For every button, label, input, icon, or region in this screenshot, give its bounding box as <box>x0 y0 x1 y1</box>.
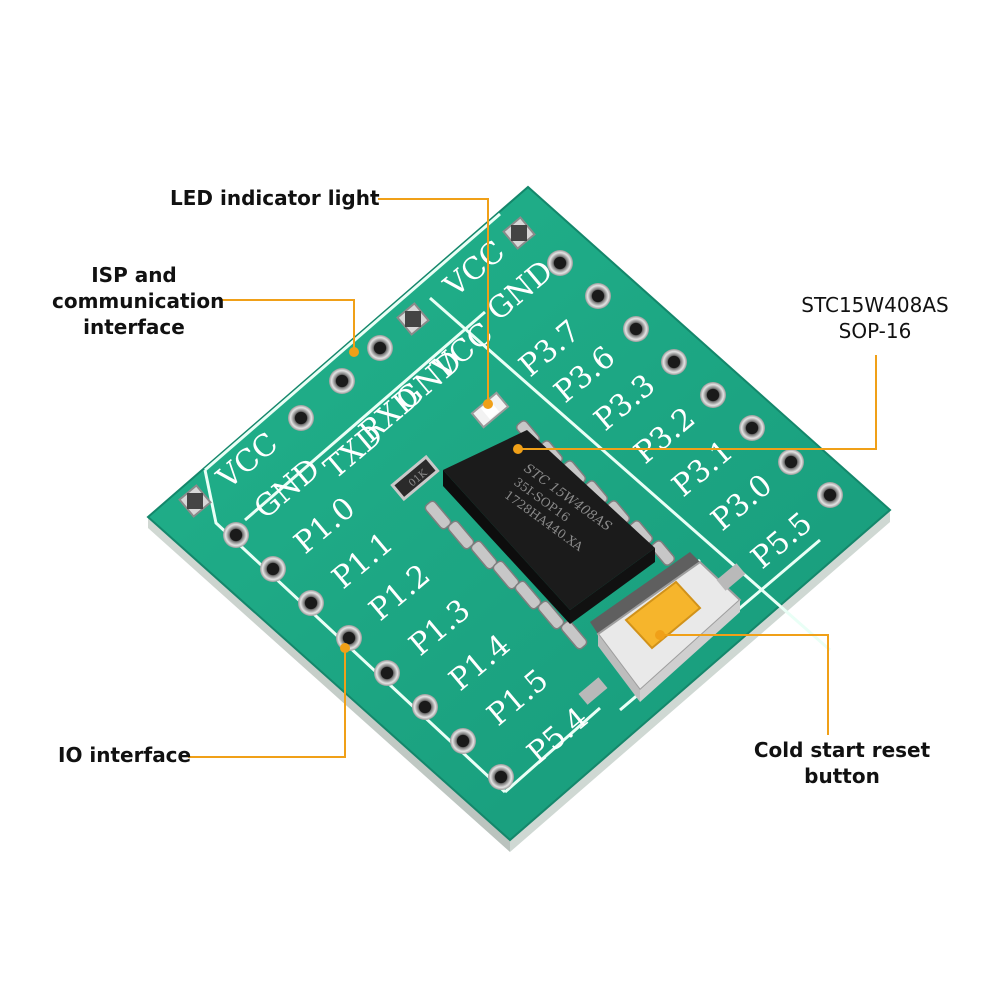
reset-button <box>578 552 746 705</box>
isp-callout-line-3: interface <box>83 315 185 339</box>
led-callout-label: LED indicator light <box>170 185 380 211</box>
mcu-callout-line-2: SOP-16 <box>838 319 912 343</box>
callout-dots <box>340 347 665 653</box>
io-callout-label: IO interface <box>58 742 191 768</box>
led-callout-line-1: LED indicator light <box>170 186 380 210</box>
io-callout-line-1: IO interface <box>58 743 192 767</box>
isp-callout-line-1: ISP and <box>91 263 177 287</box>
pin-pads <box>178 216 843 790</box>
isp-callout-label: ISP and communication interface <box>52 262 225 340</box>
reset-callout-line-1: Cold start reset <box>753 738 931 762</box>
reset-callout-line-2: button <box>804 764 880 788</box>
isp-callout-line-2: communication <box>52 289 225 313</box>
mcu-callout-line-1: STC15W408AS <box>801 293 949 317</box>
reset-callout-label: Cold start reset button <box>752 737 932 789</box>
pcb-edge-right <box>510 510 890 852</box>
mcu-chip: STC 15W408AS 35I-SOP16 1728HA440.XA <box>443 430 655 624</box>
capacitor: 01K <box>390 454 440 502</box>
callout-lines <box>188 198 877 758</box>
mcu-callout-label: STC15W408AS SOP-16 <box>790 292 960 344</box>
